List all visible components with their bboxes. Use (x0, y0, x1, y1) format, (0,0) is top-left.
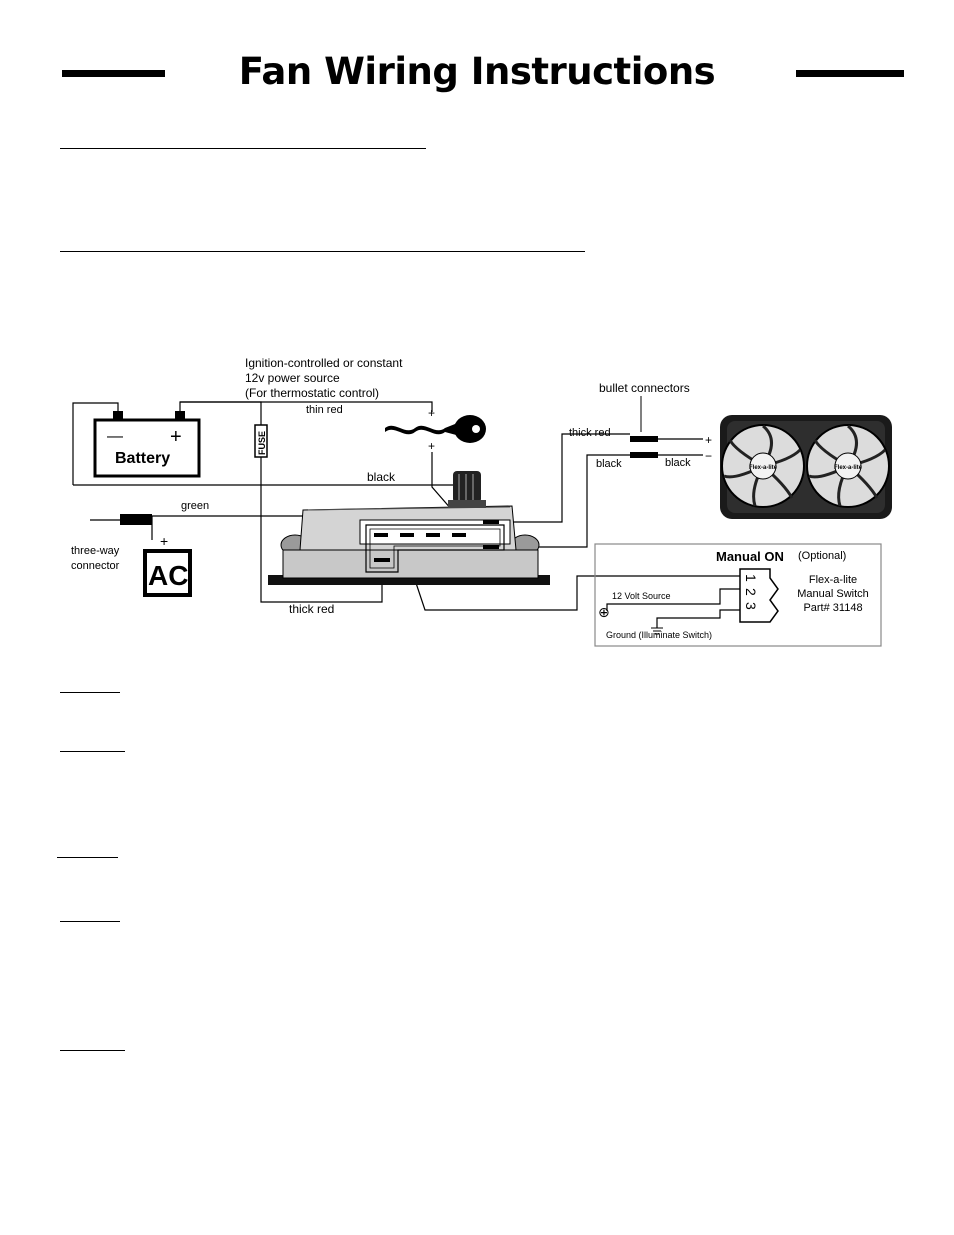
twelve-volt-source-label: 12 Volt Source (612, 591, 671, 601)
switch-brand-line3: Part# 31148 (803, 602, 862, 614)
switch-terminal-2: 2 (743, 588, 759, 596)
ac-label: AC (148, 560, 188, 591)
thin-red-label: thin red (306, 404, 343, 416)
step-rule-5 (60, 1050, 125, 1051)
switch-brand-line2: Manual Switch (797, 588, 869, 600)
title-rule-left (62, 70, 165, 77)
step-rule-4 (60, 921, 120, 922)
title-rule-right (796, 70, 904, 77)
bullet-connector-red (630, 436, 658, 442)
battery-terminal-neg (113, 411, 123, 420)
ignition-key-icon (385, 415, 486, 443)
ac-plus-label: + (160, 533, 168, 549)
black-wire-label-top: black (367, 470, 396, 484)
green-wire-label: green (181, 500, 209, 512)
thick-red-label-bottom: thick red (289, 602, 334, 616)
three-way-connector (120, 514, 152, 525)
switch-body (739, 568, 779, 623)
three-way-label-line2: connector (71, 560, 120, 572)
power-source-line1: Ignition-controlled or constant (245, 356, 403, 370)
fan-brand-left: Flex-a-lite (749, 465, 778, 471)
step-rule-2 (60, 751, 125, 752)
key-plus-bottom: + (428, 439, 435, 453)
fuse-body (254, 424, 268, 458)
bullet-connector-black (630, 452, 658, 458)
ac-inner-box (147, 553, 188, 593)
fan-controller-module (268, 471, 550, 585)
switch-terminal-1: 1 (743, 574, 759, 582)
key-plus-top: + (428, 406, 435, 420)
battery-label: Battery (115, 450, 170, 467)
fan-minus-label: − (705, 449, 712, 463)
power-plus-symbol: ⊕ (598, 604, 610, 620)
switch-brand-line1: Flex-a-lite (809, 574, 857, 586)
wiring-diagram: Ignition-controlled or constant 12v powe… (71, 356, 892, 647)
switch-terminal-3: 3 (743, 602, 759, 610)
three-way-label-line1: three-way (71, 545, 120, 557)
power-source-line3: (For thermostatic control) (245, 386, 379, 400)
manual-switch-box (594, 543, 882, 647)
battery-pos-symbol: + (170, 426, 182, 448)
step-rule-1 (60, 692, 120, 693)
thick-red-label-top: thick red (569, 427, 611, 439)
fan-plus-label: + (705, 433, 712, 447)
ground-symbol-icon (651, 627, 663, 635)
battery-neg-symbol: — (107, 428, 123, 445)
step-rule-3 (57, 857, 118, 858)
power-source-line2: 12v power source (245, 371, 340, 385)
fan-brand-right: Flex-a-lite (834, 465, 863, 471)
section-rule-1 (60, 148, 426, 149)
ground-label: Ground (Illuminate Switch) (606, 630, 712, 640)
battery-terminal-pos (175, 411, 185, 420)
dual-fan-image (720, 415, 892, 519)
battery-box (93, 418, 201, 478)
black-fan-label-left: black (596, 458, 622, 470)
black-fan-label-right: black (665, 457, 691, 469)
manual-on-title: Manual ON (716, 549, 784, 564)
page-title: Fan Wiring Instructions (238, 50, 716, 93)
fuse-label: FUSE (257, 431, 267, 455)
bullet-connectors-label: bullet connectors (599, 381, 690, 395)
controller-terminals (374, 520, 499, 562)
manual-on-optional: (Optional) (798, 550, 846, 562)
section-rule-2 (60, 251, 585, 252)
